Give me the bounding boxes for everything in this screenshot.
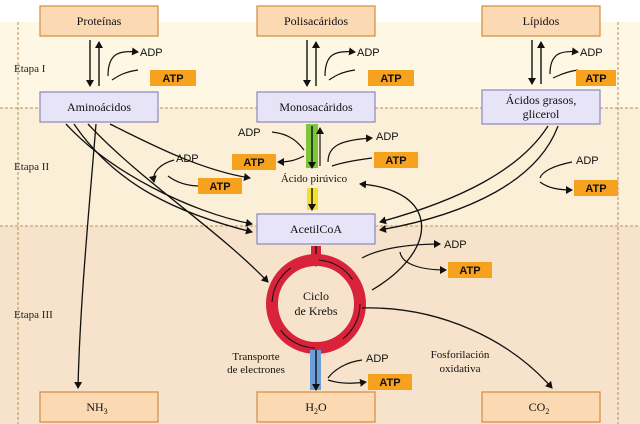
- krebs-line1: Ciclo: [303, 289, 329, 303]
- box-polisacaridos: Polisacáridos: [256, 5, 376, 37]
- box-polisacaridos-label: Polisacáridos: [284, 14, 348, 28]
- co2-sub: 2: [545, 407, 549, 416]
- atp-tag-8: [448, 262, 492, 278]
- box-proteinas: Proteínas: [39, 5, 159, 37]
- adp-label-4: ADP: [238, 127, 261, 139]
- atp-tag-7: [574, 180, 618, 196]
- adp-label-1: ADP: [140, 47, 163, 59]
- svg-text:CO2: CO2: [529, 400, 550, 416]
- atp-tag-2: [368, 70, 414, 86]
- box-proteinas-label: Proteínas: [77, 14, 122, 28]
- acido-piruvico-label: Ácido pirúvico: [281, 173, 348, 185]
- atp-tag-5: [374, 152, 418, 168]
- atp-tag-4: [232, 154, 276, 170]
- box-aminoacidos-label: Aminoácidos: [67, 100, 131, 114]
- svg-text:H2O: H2O: [305, 400, 327, 416]
- atp-tag-3: [576, 70, 616, 86]
- adp-label-9: ADP: [366, 353, 389, 365]
- co2-main: CO: [529, 400, 546, 414]
- nh3-sub: 3: [104, 407, 108, 416]
- transporte-line2: de electrones: [227, 364, 285, 376]
- etapa1-arrows-proteinas: [86, 40, 139, 87]
- stage-label-2: Etapa II: [14, 161, 49, 173]
- box-aminoacidos: Aminoácidos: [39, 91, 159, 123]
- atp-label-9: ATP: [379, 377, 400, 389]
- atp-label-6: ATP: [209, 181, 230, 193]
- atp-label-2: ATP: [380, 73, 401, 85]
- box-co2: CO2: [481, 391, 601, 423]
- adp-label-7: ADP: [576, 155, 599, 167]
- krebs-cycle: Ciclo de Krebs: [266, 254, 366, 354]
- box-acetilcoa-label: AcetilCoA: [290, 222, 342, 236]
- stage-label-1: Etapa I: [14, 63, 46, 75]
- etapa1-arrows-polisacaridos: [303, 40, 356, 87]
- box-nh3: NH3: [39, 391, 159, 423]
- atp-label-7: ATP: [585, 183, 606, 195]
- box-acidos-grasos: Ácidos grasos, glicerol: [481, 89, 601, 125]
- transporte-line1: Transporte: [232, 351, 279, 363]
- box-lipidos: Lípidos: [481, 5, 601, 37]
- atp-tag-9: [368, 374, 412, 390]
- box-lipidos-label: Lípidos: [523, 14, 560, 28]
- atp-label-5: ATP: [385, 155, 406, 167]
- stage-label-3: Etapa III: [14, 309, 53, 321]
- svg-text:NH3: NH3: [86, 400, 107, 416]
- box-monosacaridos: Monosacáridos: [256, 91, 376, 123]
- nh3-main: NH: [86, 400, 104, 414]
- atp-label-1: ATP: [162, 73, 183, 85]
- box-acetilcoa: AcetilCoA: [256, 213, 376, 245]
- krebs-line2: de Krebs: [295, 304, 338, 318]
- adp-label-2: ADP: [357, 47, 380, 59]
- atp-label-4: ATP: [243, 157, 264, 169]
- box-monosacaridos-label: Monosacáridos: [279, 100, 353, 114]
- etapa1-arrows-lipidos: [528, 40, 579, 85]
- box-h2o: H2O: [256, 391, 376, 423]
- fosforilacion-line2: oxidativa: [440, 363, 481, 375]
- atp-label-3: ATP: [585, 73, 606, 85]
- adp-label-6: ADP: [176, 153, 199, 165]
- atp-tag-6: [198, 178, 242, 194]
- h2o-o: O: [318, 400, 327, 414]
- h2o-h: H: [305, 400, 314, 414]
- box-acidos-line1: Ácidos grasos,: [506, 93, 577, 107]
- box-acidos-line2: glicerol: [523, 107, 560, 121]
- atp-tag-1: [150, 70, 196, 86]
- adp-label-5: ADP: [376, 131, 399, 143]
- fosforilacion-line1: Fosforilación: [431, 349, 490, 361]
- h2o-sub: 2: [314, 407, 318, 416]
- adp-label-3: ADP: [580, 47, 603, 59]
- adp-label-8: ADP: [444, 239, 467, 251]
- atp-label-8: ATP: [459, 265, 480, 277]
